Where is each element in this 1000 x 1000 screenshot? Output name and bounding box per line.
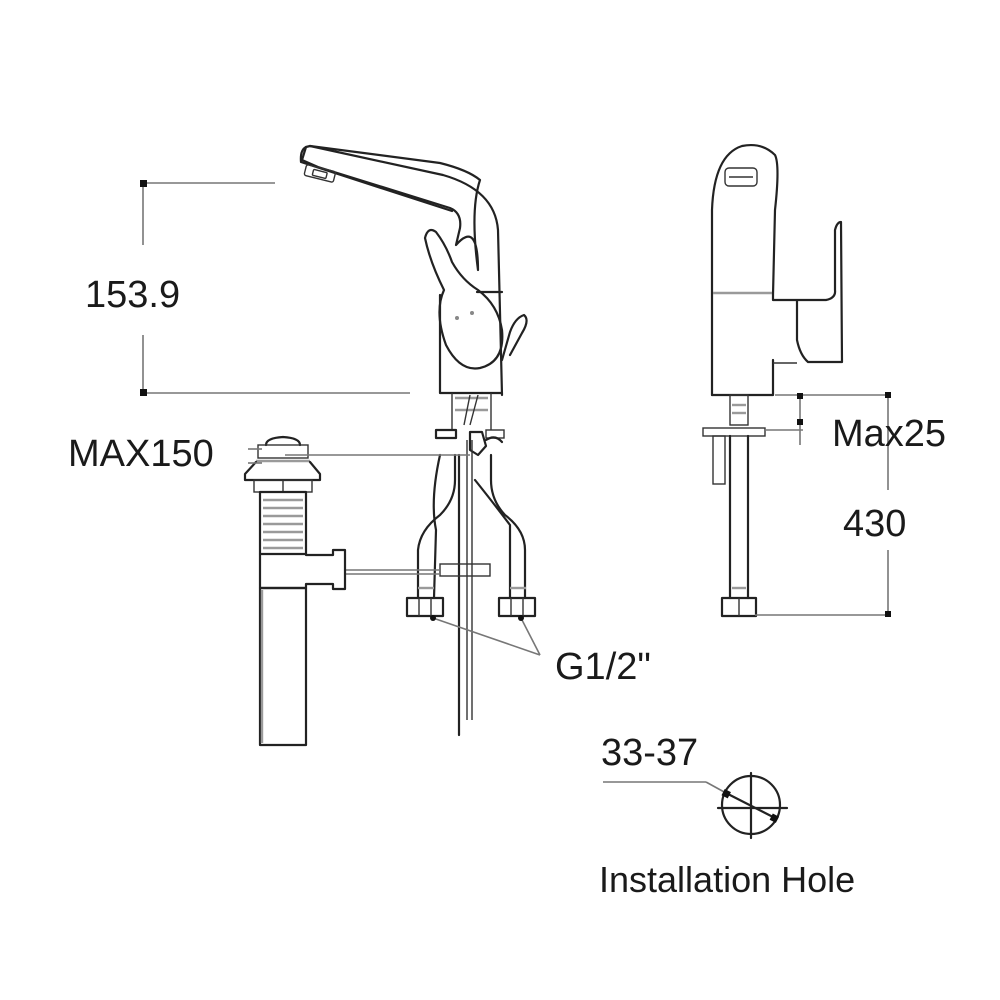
spout-height-label: 153.9	[85, 274, 181, 316]
faucet-side-view	[299, 144, 528, 457]
hose-nut-right	[497, 586, 537, 618]
installation-hole-symbol	[603, 771, 789, 840]
pop-up-waste	[243, 435, 470, 747]
supply-hoses-side	[345, 440, 541, 737]
installation-hole-caption: Installation Hole	[599, 859, 856, 900]
hole-diameter-label: 33-37	[601, 732, 699, 774]
hose-nut-left	[405, 586, 445, 618]
waste-max-label: MAX150	[68, 433, 214, 475]
front-view-dimensions	[755, 392, 891, 617]
faucet-front-view	[702, 143, 844, 618]
hose-length-label: 430	[843, 503, 907, 545]
spout-height-dimension	[140, 180, 410, 396]
connection-thread-label: G1/2"	[555, 646, 651, 688]
deck-thickness-label: Max25	[832, 413, 947, 455]
